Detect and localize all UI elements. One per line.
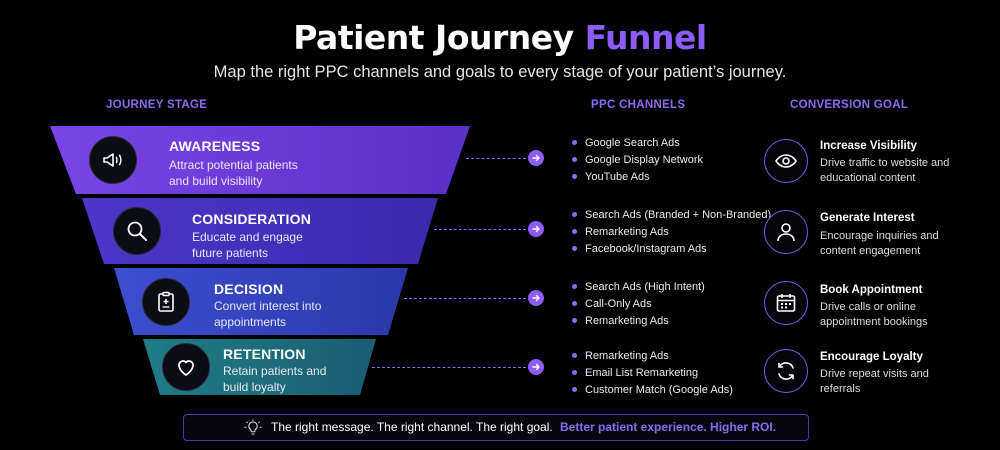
user-icon-circle (764, 210, 808, 254)
list-item: Remarketing Ads (572, 313, 705, 330)
heart-icon (178, 360, 194, 376)
goal-desc-loyalty: Drive repeat visits and referrals (820, 368, 929, 395)
arrow-right-icon (528, 359, 544, 375)
calendar-icon (776, 294, 796, 312)
clipboard-icon-circle (142, 278, 190, 326)
channel-list-decision: Search Ads (High Intent) Call-Only Ads R… (572, 279, 705, 330)
title-main: Patient Journey (293, 18, 574, 57)
list-item: Search Ads (Branded + Non-Branded) (572, 207, 771, 224)
user-icon (777, 223, 795, 242)
eye-icon-circle (764, 139, 808, 183)
calendar-icon-circle (764, 281, 808, 325)
list-item: YouTube Ads (572, 169, 703, 186)
list-item: Remarketing Ads (572, 224, 771, 241)
clipboard-icon (158, 291, 174, 312)
goal-title-appointment: Book Appointment (820, 284, 923, 296)
stage-desc-consideration: Educate and engage future patients (192, 230, 303, 260)
list-item: Email List Remarketing (572, 365, 733, 382)
channel-list-awareness: Google Search Ads Google Display Network… (572, 135, 703, 186)
stage-title-awareness: AWARENESS (169, 138, 261, 154)
column-header-stage: JOURNEY STAGE (106, 99, 208, 111)
footer-message: The right message. The right channel. Th… (271, 420, 553, 434)
footer-highlight: Better patient experience. Higher ROI. (560, 420, 777, 434)
arrow-right-icon (528, 290, 544, 306)
goal-desc-visibility: Drive traffic to website and educational… (820, 157, 950, 184)
column-header-channels: PPC CHANNELS (591, 99, 686, 111)
search-icon (127, 221, 147, 241)
goal-desc-appointment: Drive calls or online appointment bookin… (820, 301, 928, 328)
connector-line-consideration (434, 229, 526, 230)
megaphone-icon (103, 153, 122, 167)
stage-title-consideration: CONSIDERATION (192, 211, 312, 227)
goal-title-loyalty: Encourage Loyalty (820, 351, 923, 363)
title-accent: Funnel (584, 18, 708, 57)
stage-desc-awareness: Attract potential patients and build vis… (169, 158, 298, 188)
footer-banner: The right message. The right channel. Th… (183, 414, 809, 441)
list-item: Google Search Ads (572, 135, 703, 152)
search-icon-circle (113, 207, 161, 255)
connector-line-awareness (466, 158, 526, 159)
megaphone-icon-circle (89, 136, 137, 184)
refresh-icon-circle (764, 349, 808, 393)
list-item: Facebook/Instagram Ads (572, 241, 771, 258)
eye-icon (775, 154, 797, 168)
heart-icon-circle (162, 343, 210, 391)
channel-list-retention: Remarketing Ads Email List Remarketing C… (572, 348, 733, 399)
connector-line-decision (404, 298, 526, 299)
list-item: Customer Match (Google Ads) (572, 382, 733, 399)
page-title: Patient Journey Funnel (0, 18, 1000, 57)
refresh-icon (778, 362, 794, 380)
channel-list-consideration: Search Ads (Branded + Non-Branded) Remar… (572, 207, 771, 258)
column-header-goal: CONVERSION GOAL (790, 99, 909, 111)
goal-title-visibility: Increase Visibility (820, 140, 917, 152)
lightbulb-icon (244, 419, 262, 435)
stage-desc-retention: Retain patients and build loyalty (223, 364, 327, 394)
goal-title-interest: Generate Interest (820, 212, 915, 224)
connector-line-retention (372, 367, 526, 368)
arrow-right-icon (528, 150, 544, 166)
goal-desc-interest: Encourage inquiries and content engageme… (820, 230, 939, 257)
stage-desc-decision: Convert interest into appointments (214, 299, 322, 329)
list-item: Google Display Network (572, 152, 703, 169)
list-item: Remarketing Ads (572, 348, 733, 365)
list-item: Call-Only Ads (572, 296, 705, 313)
stage-title-retention: RETENTION (223, 346, 306, 362)
arrow-right-icon (528, 221, 544, 237)
list-item: Search Ads (High Intent) (572, 279, 705, 296)
stage-title-decision: DECISION (214, 281, 284, 297)
page-subtitle: Map the right PPC channels and goals to … (213, 63, 787, 81)
